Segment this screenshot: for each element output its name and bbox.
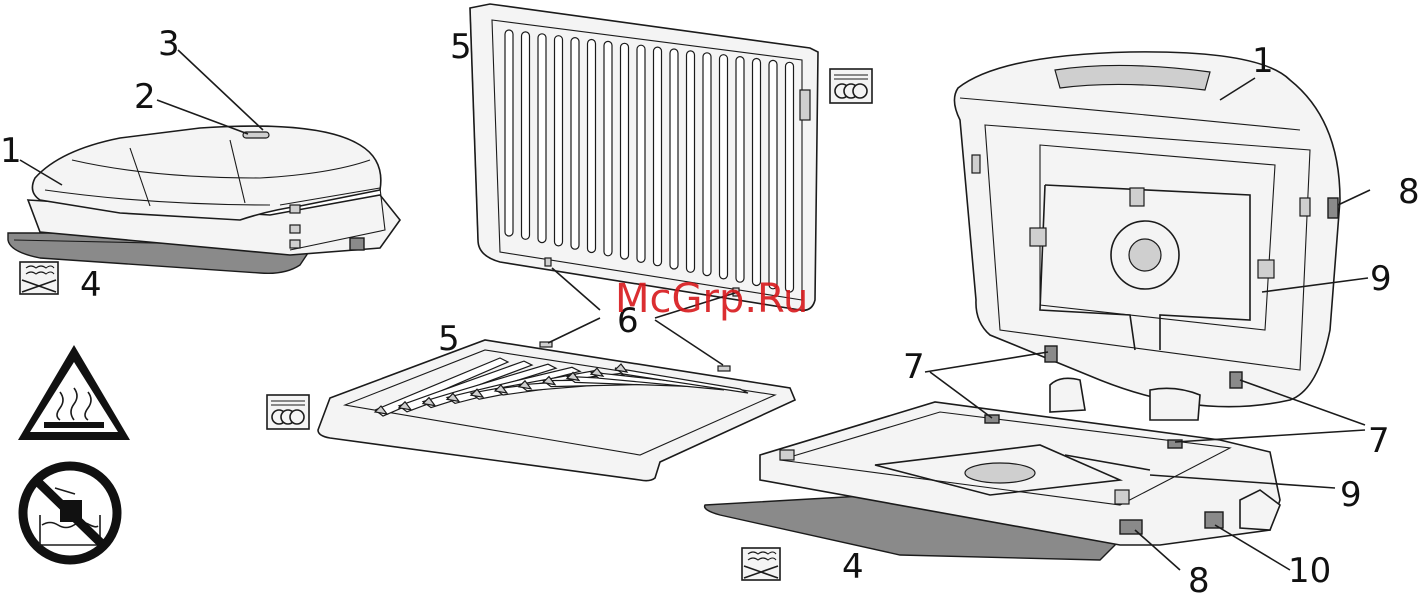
upper-plate-rib [604, 41, 612, 255]
callout-8-bottom: 8 [1188, 561, 1210, 596]
upper-plate-rib [571, 38, 579, 250]
upper-plate-rib [555, 36, 563, 246]
upper-plate-rib [769, 60, 777, 288]
callout-3: 3 [158, 24, 180, 64]
callout-7-left: 7 [903, 347, 925, 387]
upper-plate-rib [736, 57, 744, 283]
callout-9-top: 9 [1370, 259, 1392, 299]
callout-8-top: 8 [1398, 172, 1420, 212]
dishwasher-safe-icon [830, 69, 872, 103]
upper-plate-rib [522, 32, 530, 239]
callout-2: 2 [134, 77, 156, 117]
dishwasher-safe-icon-2 [267, 395, 309, 429]
callout-7-right: 7 [1368, 421, 1390, 461]
upper-plate-rib [786, 62, 794, 292]
callout-5-mid: 5 [438, 319, 460, 359]
callout-5-top: 5 [450, 27, 472, 67]
upper-plate-rib [505, 30, 513, 236]
upper-grill-plate [470, 4, 818, 310]
callout-10: 10 [1288, 551, 1331, 591]
callout-1-right: 1 [1252, 41, 1274, 81]
hot-surface-warning-icon [18, 345, 130, 440]
callout-4-left: 4 [80, 265, 102, 305]
upper-plate-rib [703, 53, 711, 276]
upper-plate-rib [621, 43, 629, 259]
callout-1-left: 1 [0, 131, 22, 171]
no-dishwasher-icon [20, 262, 58, 294]
callout-4-bottom: 4 [842, 547, 864, 587]
no-dishwasher-icon-2 [742, 548, 780, 580]
upper-plate-rib [753, 59, 761, 286]
upper-plate-rib [687, 51, 695, 272]
callout-9-bottom: 9 [1340, 475, 1362, 515]
watermark: McGrp.Ru [615, 276, 808, 322]
closed-grill-illustration [8, 50, 400, 273]
no-immersion-icon [23, 466, 117, 560]
upper-plate-rib [670, 49, 678, 269]
upper-plate-rib [538, 34, 546, 243]
lower-grill-plate [318, 340, 795, 481]
upper-plate-rib [654, 47, 662, 266]
upper-plate-rib [588, 40, 596, 253]
upper-plate-rib [637, 45, 645, 262]
upper-plate-rib [720, 55, 728, 279]
